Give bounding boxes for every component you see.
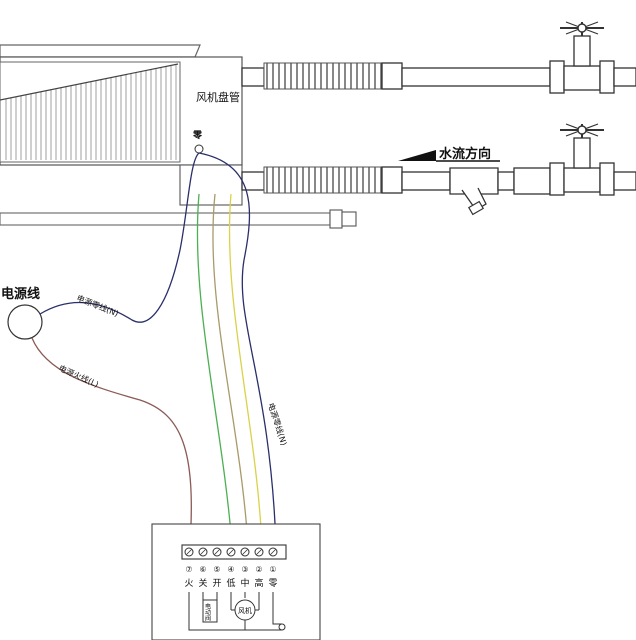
neutral-wire [39,152,200,323]
terminal-label: 开 [212,578,221,589]
terminal-number: ① [269,565,276,574]
terminal-label: 火 [184,578,193,589]
live-wire [31,337,192,546]
terminal-label: 高 [254,577,263,589]
drain-pipe [0,212,331,226]
flow-arrow-icon [398,150,436,161]
neutral-line-label: 电源零线(N) [75,293,120,319]
coil-fins [0,61,181,163]
terminal-number: ③ [241,565,248,574]
terminal-number: ⑥ [199,565,206,574]
zero-port [194,144,204,154]
terminal-label: 中 [240,577,249,589]
power-cable: 电源线 电源零线(N) 电源火线(L) 电源零线(N) [1,152,289,546]
mid-speed-wire [212,193,249,546]
terminal-number: ⑤ [213,565,220,574]
high-speed-wire [228,193,263,546]
terminal-number: ② [255,565,262,574]
water-flow-indicator: 水流方向 [398,146,500,162]
electric-valve-label: 电动阀 [204,602,211,622]
low-speed-wire [196,193,233,546]
water-flow-label: 水流方向 [439,146,491,162]
terminal-label: 零 [268,578,277,589]
terminal-label: 关 [198,577,207,589]
power-cable-label: 电源线 [1,286,40,302]
lower-pipe [241,123,636,216]
terminal-label: 低 [226,577,235,589]
fan-coil-unit: 风机盘管 零 低 中 高 [0,44,357,229]
speed-wires [196,193,263,546]
fan-motor-label: 风机 [238,606,252,615]
power-cable-end [7,304,43,340]
live-line-label: 电源火线(L) [57,363,100,390]
upper-pipe [241,21,636,94]
terminal-number: ④ [227,565,234,574]
fan-coil-label: 风机盘管 [196,90,240,104]
neutral-wire-2 [198,152,277,546]
zero-port-label: 零 [192,130,203,141]
electric-valve-box [202,599,218,623]
neutral-line-2-label: 电源零线(N) [266,402,289,447]
terminal-number: ⑦ [185,565,192,574]
